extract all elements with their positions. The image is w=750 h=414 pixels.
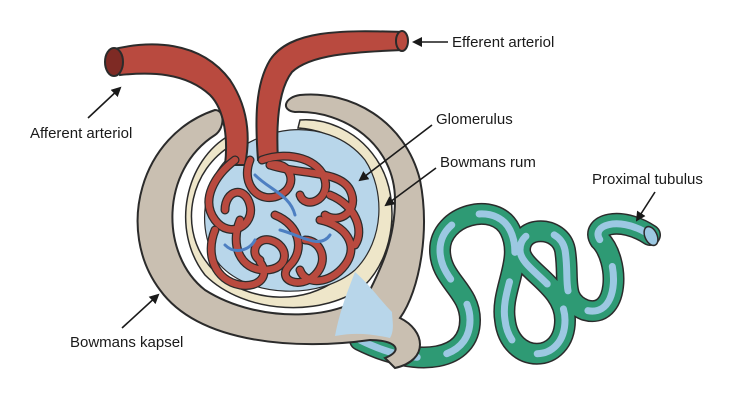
tubule-lumen — [356, 210, 654, 361]
label-bowmans-kapsel-text: Bowmans kapsel — [70, 334, 183, 351]
efferent-opening — [395, 30, 409, 52]
glomerulus-tuft — [204, 151, 364, 290]
label-glomerulus-text: Glomerulus — [436, 111, 513, 128]
afferent-opening — [104, 47, 124, 77]
arrow-proximal — [635, 191, 656, 222]
proximal-tubule — [349, 203, 661, 369]
label-bowmans-rum: Bowmans rum — [384, 154, 536, 207]
arrow-bowmans-kapsel — [121, 293, 160, 329]
label-glomerulus: Glomerulus — [358, 111, 513, 182]
label-bowmans-kapsel: Bowmans kapsel — [70, 293, 183, 351]
label-efferent-text: Efferent arteriol — [452, 34, 554, 51]
arrow-afferent — [87, 86, 122, 119]
label-bowmans-rum-text: Bowmans rum — [440, 154, 536, 171]
label-proximal: Proximal tubulus — [592, 171, 703, 222]
arrow-bowmans-rum — [384, 167, 437, 207]
label-efferent: Efferent arteriol — [412, 34, 554, 51]
label-afferent-text: Afferent arteriol — [30, 125, 132, 142]
label-proximal-text: Proximal tubulus — [592, 171, 703, 188]
label-afferent: Afferent arteriol — [30, 86, 132, 142]
capsule-outer-wall — [136, 93, 425, 370]
tubule-end — [643, 225, 659, 247]
arrow-glomerulus — [358, 124, 433, 182]
space-to-tubule — [335, 272, 393, 338]
